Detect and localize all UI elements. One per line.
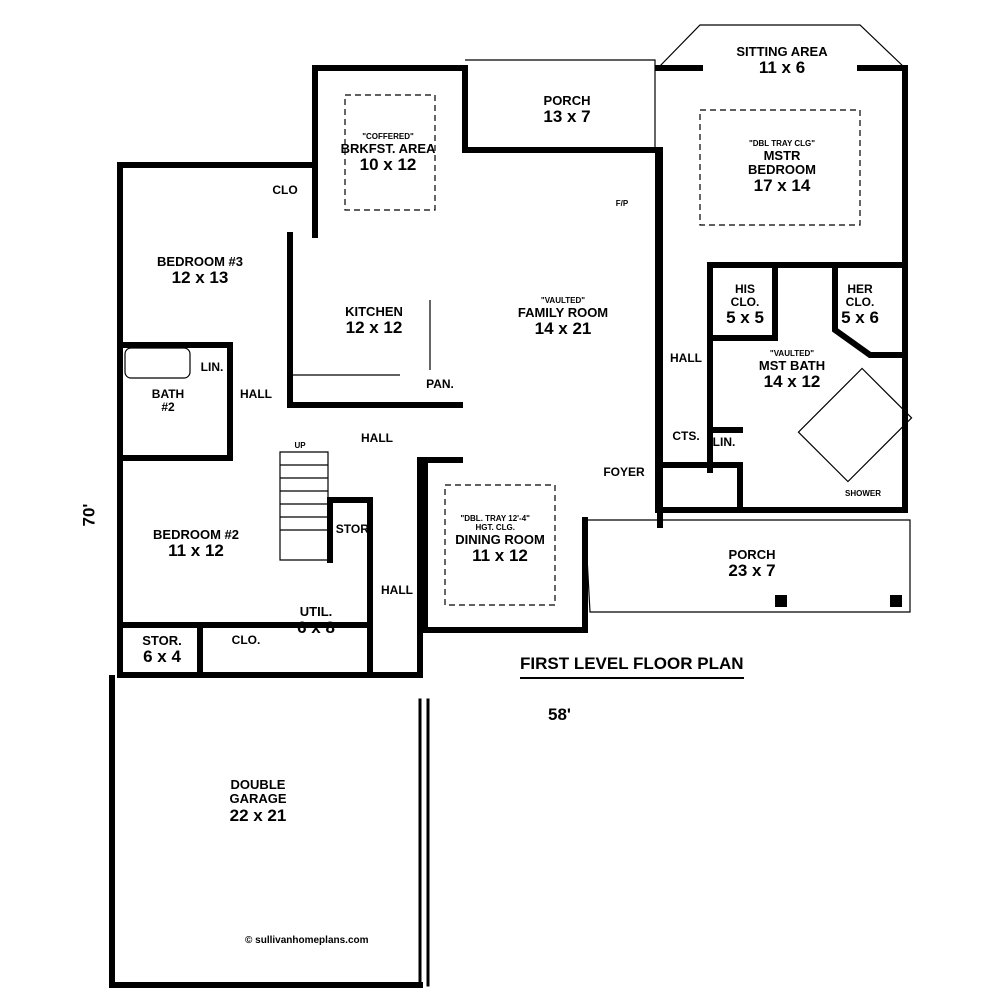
label-hall: HALL [670, 351, 702, 365]
label-hall: HALL [361, 431, 393, 445]
label-storage: STOR. [335, 522, 373, 536]
sitting-bay [657, 24, 906, 69]
label-pantry: PAN. [426, 377, 454, 391]
label-linen: LIN. [200, 360, 224, 374]
label-cts: CTS. [672, 429, 700, 443]
room-name: SITTING AREA [736, 44, 828, 59]
room-name: STOR. [142, 633, 182, 648]
ceiling-note: "VAULTED" [769, 349, 815, 358]
stairs [279, 451, 329, 561]
outer-wall-left [109, 65, 468, 988]
room-name: BEDROOM #2 [153, 527, 239, 542]
room-his-closet: HIS CLO.5 x 5 [725, 282, 765, 328]
room-name: HIS CLO. [730, 282, 760, 310]
room-her-closet: HER CLO.5 x 6 [840, 282, 880, 328]
room-size: 10 x 12 [359, 155, 417, 175]
bathtub [124, 347, 191, 379]
label-hall: HALL [240, 387, 272, 401]
room-name: HER CLO. [845, 282, 875, 310]
room-name: PORCH [728, 547, 776, 562]
room-size: 6 x 8 [297, 618, 335, 638]
coffer-outline [344, 94, 436, 211]
copyright-text: © sullivanhomeplans.com [245, 935, 369, 946]
room-size: 13 x 7 [543, 107, 591, 127]
label-hall: HALL [381, 583, 413, 597]
room-utility: UTIL.6 x 8 [297, 604, 335, 638]
room-name: UTIL. [299, 604, 333, 619]
dining-tray [444, 484, 556, 606]
walls-interior [117, 232, 908, 678]
room-name: MSTR BEDROOM [748, 147, 816, 178]
room-size: 5 x 6 [841, 308, 879, 328]
room-size: 11 x 12 [472, 545, 528, 565]
ceiling-note: "DBL TRAY CLG" [748, 139, 816, 148]
label-fireplace: F/P [615, 199, 629, 208]
wall-family [422, 147, 663, 633]
label-bath-2: BATH #2 [151, 387, 185, 415]
room-name: FAMILY ROOM [517, 304, 609, 320]
room-name: KITCHEN [345, 304, 403, 319]
room-size: 12 x 13 [171, 268, 229, 288]
room-size: 22 x 21 [229, 805, 287, 825]
room-name: PORCH [543, 93, 591, 108]
width-dimension: 58' [548, 705, 571, 724]
plan-title: FIRST LEVEL FLOOR PLAN [520, 654, 744, 679]
room-size: 5 x 5 [726, 308, 764, 328]
room-name: DOUBLE GARAGE [229, 777, 287, 807]
room-size: 23 x 7 [728, 561, 776, 581]
front-porch-outline [584, 519, 911, 613]
master-tray [699, 109, 861, 226]
label-closet: CLO. [231, 633, 261, 647]
depth-dimension: 70' [79, 503, 99, 527]
room-size: 11 x 6 [758, 58, 806, 78]
room-size: 6 x 4 [143, 647, 181, 667]
room-size: 14 x 12 [763, 372, 821, 392]
rear-porch-outline [465, 59, 656, 150]
label-linen: LIN. [712, 435, 736, 449]
ceiling-note: "VAULTED" [540, 296, 586, 305]
porch-post [890, 595, 902, 607]
ceiling-note: "DBL. TRAY 12'-4" HGT. CLG. [460, 514, 530, 532]
label-foyer: FOYER [603, 465, 645, 479]
room-size: 17 x 14 [753, 176, 811, 196]
room-name: BEDROOM #3 [157, 254, 243, 269]
tub-master [797, 367, 913, 483]
label-closet: CLO [272, 183, 298, 197]
kitchen-counter [291, 245, 431, 376]
room-storage: STOR.6 x 4 [142, 633, 182, 667]
ceiling-note: "COFFERED" [362, 132, 414, 141]
room-name: DINING ROOM [455, 531, 545, 547]
label-stairs-up: UP [294, 441, 306, 450]
room-size: 11 x 12 [168, 541, 224, 561]
label-shower: SHOWER [845, 489, 881, 498]
room-name: BRKFST. AREA [340, 140, 436, 156]
room-size: 14 x 21 [534, 319, 592, 339]
wall-garage-right [418, 698, 430, 987]
room-size: 12 x 12 [345, 318, 403, 338]
porch-post [775, 595, 787, 607]
room-name: MST BATH [758, 357, 826, 373]
